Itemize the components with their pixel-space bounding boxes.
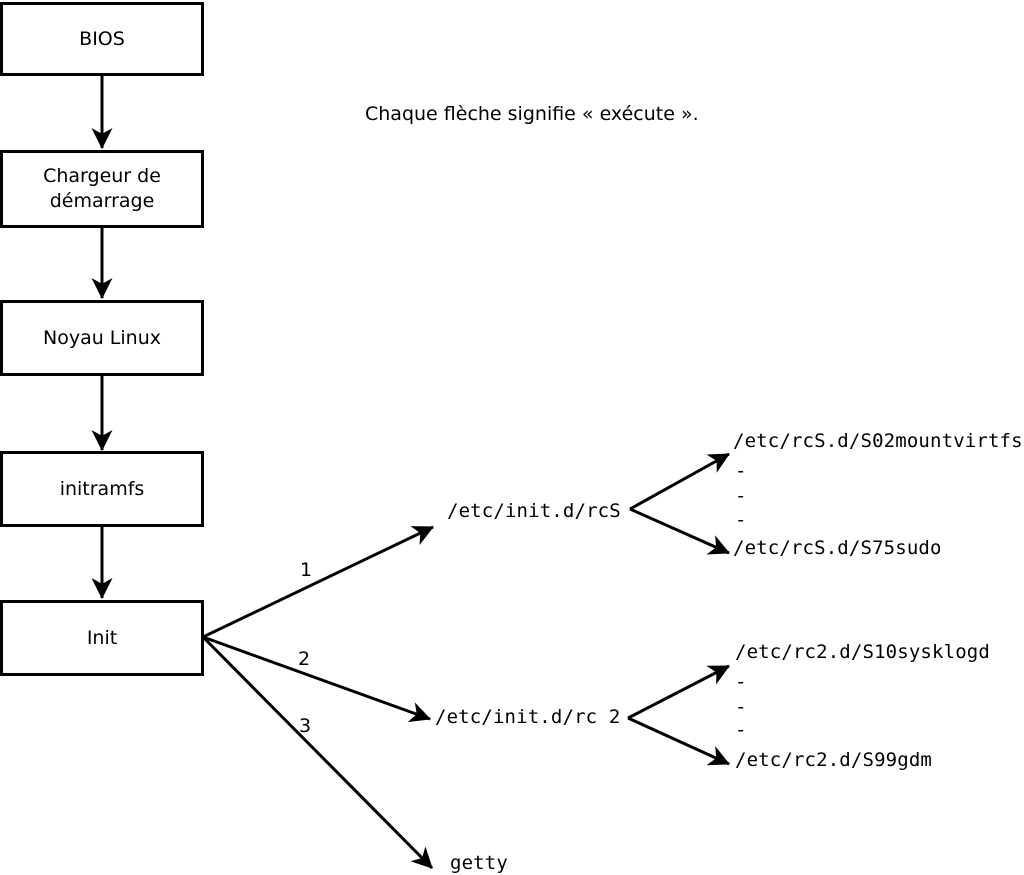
arrow-rcS-to-first — [629, 452, 730, 511]
flow-box-initramfs: initramfs — [0, 451, 204, 527]
rcS-dir-last-label: /etc/rcS.d/S75sudo — [733, 537, 942, 559]
flow-box-init: Init — [0, 600, 204, 676]
arrow-rcS-to-last — [629, 507, 730, 555]
arrow-rc2-to-last — [627, 716, 730, 766]
flow-box-bios-label: BIOS — [79, 27, 125, 50]
arrow-init-to-rcS — [202, 525, 434, 639]
rcS-dir-dot: - — [735, 460, 747, 482]
flow-box-bios: BIOS — [0, 2, 204, 76]
flow-box-bootloader-label: Chargeur de démarrage — [43, 165, 161, 212]
flow-box-kernel-label: Noyau Linux — [43, 326, 161, 349]
script-rcS-label: /etc/init.d/rcS — [447, 500, 621, 522]
rc2-dir-dot: - — [735, 671, 747, 693]
script-getty-label: getty — [450, 852, 508, 874]
rc2-dir-dot: - — [735, 696, 747, 718]
rc2-dir-first-label: /etc/rc2.d/S10sysklogd — [735, 641, 990, 663]
branch-number-3: 3 — [298, 715, 312, 737]
rc2-dir-last-label: /etc/rc2.d/S99gdm — [735, 749, 933, 771]
flow-box-kernel: Noyau Linux — [0, 300, 204, 376]
arrow-init-to-getty — [201, 635, 434, 870]
rcS-dir-dot: - — [735, 509, 747, 531]
flow-box-bootloader: Chargeur de démarrage — [0, 150, 204, 228]
rcS-dir-dot: - — [735, 485, 747, 507]
arrow-rc2-to-first — [627, 664, 730, 720]
arrow-init-to-rc2 — [202, 635, 431, 723]
diagram-caption: Chaque flèche signifie « exécute ». — [365, 103, 699, 125]
rcS-dir-first-label: /etc/rcS.d/S02mountvirtfs — [733, 430, 1023, 452]
branch-number-2: 2 — [297, 648, 311, 670]
rc2-dir-dot: - — [735, 719, 747, 741]
flow-box-init-label: Init — [86, 626, 118, 649]
branch-number-1: 1 — [299, 559, 313, 581]
flow-box-initramfs-label: initramfs — [59, 477, 145, 500]
script-rc2-label: /etc/init.d/rc 2 — [435, 706, 621, 728]
